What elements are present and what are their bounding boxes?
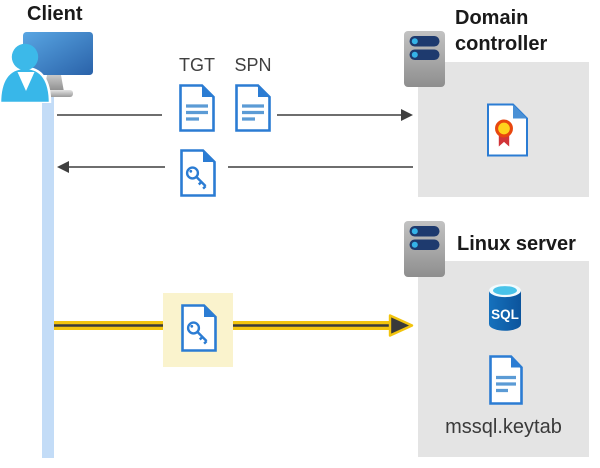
domain-controller-label: Domain controller (455, 7, 548, 55)
keytab-document-icon (489, 355, 523, 405)
domain-controller-server-icon (404, 31, 445, 87)
spn-document-icon (235, 84, 271, 132)
sql-database-icon: SQL (489, 283, 521, 331)
sql-label: SQL (491, 307, 519, 322)
certificate-document-icon (487, 103, 528, 157)
tgt-document-icon (179, 84, 215, 132)
service-ticket-arrow (54, 314, 414, 337)
client-timeline (42, 88, 54, 458)
ticket-key-document-icon (180, 149, 216, 197)
client-person-monitor-icon (0, 32, 93, 103)
client-label: Client (27, 3, 83, 25)
linux-server-label: Linux server (457, 233, 576, 255)
keytab-label: mssql.keytab (445, 416, 562, 438)
spn-label: SPN (234, 55, 272, 75)
linux-server-icon (404, 221, 445, 277)
service-key-document-icon (181, 304, 217, 352)
tgt-label: TGT (179, 55, 215, 75)
request-arrow (57, 109, 413, 121)
tgt-return-arrow (57, 161, 413, 173)
